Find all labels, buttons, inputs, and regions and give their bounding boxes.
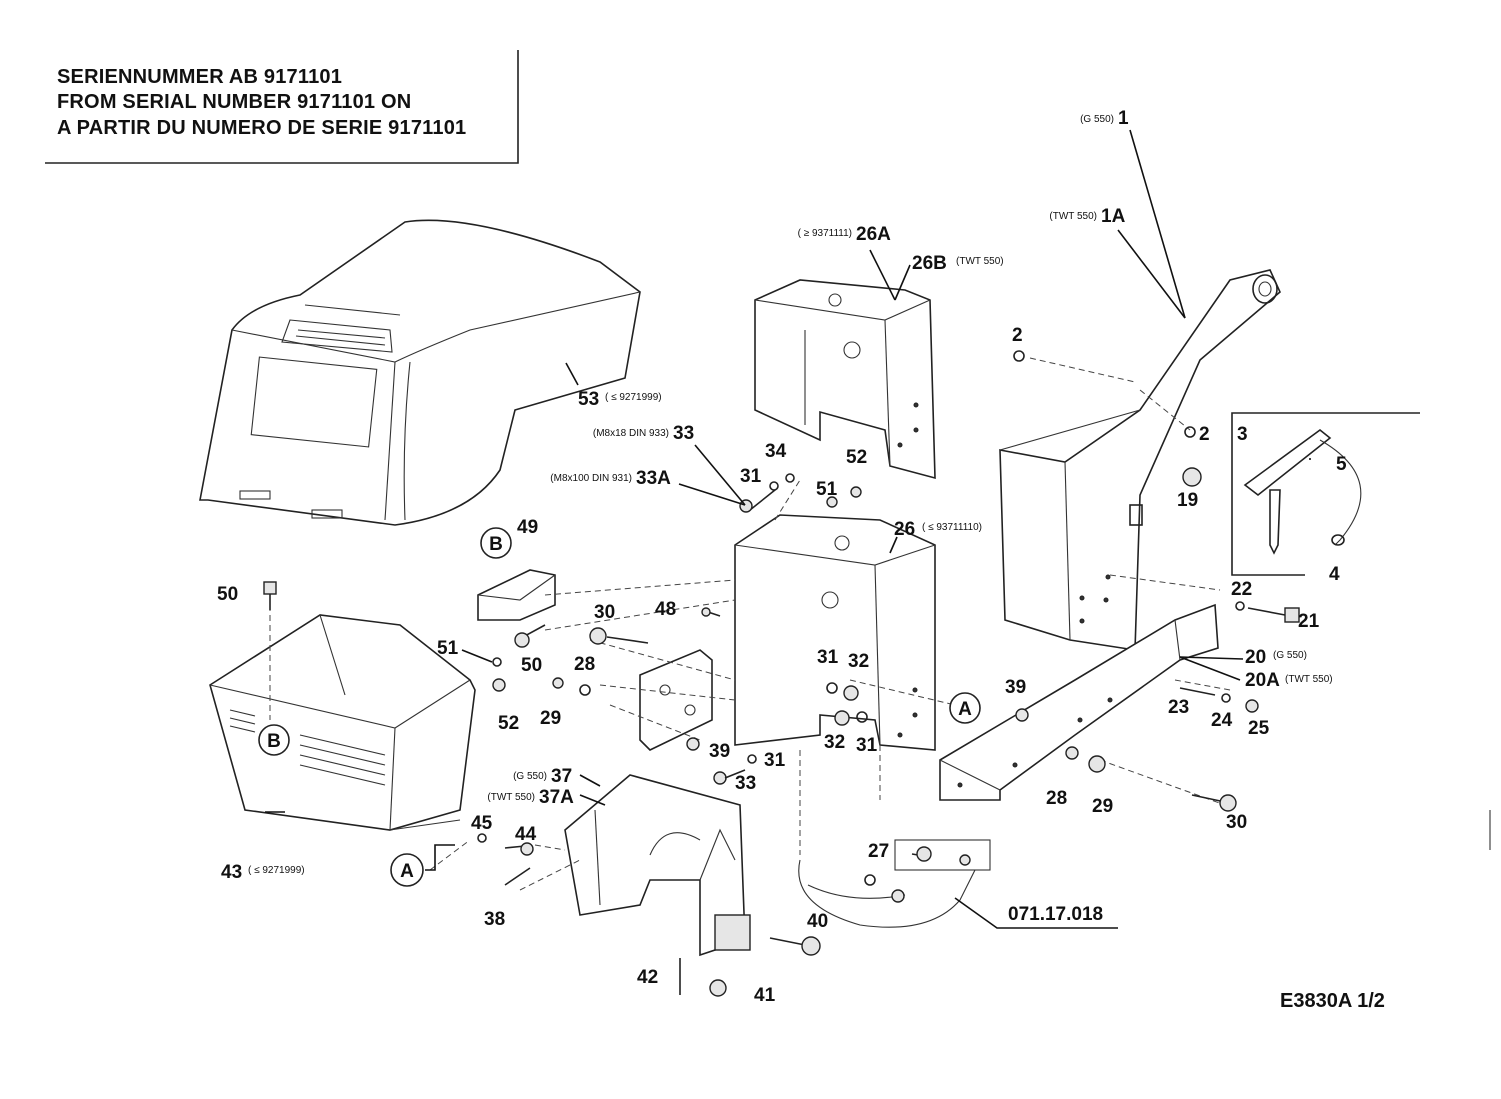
callout-labels: (G 550) 1 (TWT 550) 1A 2 2 3 5 4 19 22 2… [217,108,1347,1006]
callout-37a-note: (TWT 550) [487,792,535,803]
lower-frame-37 [564,774,751,957]
bracket-49 [477,569,556,621]
marker-b-label-grille: B [267,731,281,752]
upper-bracket-26a [754,279,936,480]
callout-49: 49 [517,517,538,538]
callout-31-lower: 31 [764,750,786,771]
detail-inset-box [1231,412,1420,576]
handlebar-arm [999,269,1281,651]
marker-a-circle-right [949,692,981,724]
callout-52-top: 52 [846,447,867,468]
marker-a-circle-left [390,853,424,887]
callout-31-bottom: 31 [856,735,878,756]
callout-31-top: 31 [740,466,762,487]
callout-43: 43 [221,862,242,883]
mounting-plate [639,649,713,751]
callout-1a-note: (TWT 550) [1049,211,1097,222]
marker-b-label-top: B [489,534,503,555]
marker-b-circle-top [480,527,512,559]
callout-53: 53 [578,389,599,410]
callout-23: 23 [1168,697,1189,718]
callout-33a-note: (M8x100 DIN 931) [550,473,632,484]
callout-33a: 33A [636,468,671,489]
callout-44: 44 [515,824,537,845]
callout-30-right: 30 [1226,812,1247,833]
callout-53-note: ( ≤ 9271999) [605,392,662,403]
callout-28-right: 28 [1046,788,1067,809]
callout-19: 19 [1177,490,1198,511]
header-frame [45,50,519,164]
callout-20a-note: (TWT 550) [1285,674,1333,685]
callout-28-left: 28 [574,654,595,675]
callout-51-top: 51 [816,479,838,500]
callout-2-right: 2 [1199,424,1210,445]
callout-37-note: (G 550) [513,771,547,782]
callout-48: 48 [655,599,676,620]
callout-32-top: 32 [848,651,869,672]
callout-50-left: 50 [217,584,238,605]
callout-1-note: (G 550) [1080,114,1114,125]
callout-1a: 1A [1101,206,1126,227]
callout-33-lower: 33 [735,773,756,794]
callout-21: 21 [1298,611,1320,632]
callout-22: 22 [1231,579,1252,600]
callout-30-left: 30 [594,602,615,623]
callout-41: 41 [754,985,776,1006]
callout-29-left: 29 [540,708,561,729]
callout-52-left: 52 [498,713,519,734]
callout-1: 1 [1118,108,1129,129]
callout-26a-note: ( ≥ 9371111) [798,228,852,239]
callout-39-right: 39 [1005,677,1026,698]
callout-51-left: 51 [437,638,459,659]
callout-37: 37 [551,766,572,787]
reference-markers: B B A A [258,527,981,887]
alignment-lines [269,357,1231,891]
serial-header-german: SERIENNUMMER AB 9171101 [57,66,343,88]
assembly-reference: 071.17.018 [1008,904,1103,925]
callout-20a: 20A [1245,670,1280,691]
marker-a-label-left: A [400,861,414,882]
callout-5: 5 [1336,454,1347,475]
callout-26b: 26B [912,253,947,274]
callout-37a: 37A [539,787,574,808]
callout-42: 42 [637,967,658,988]
callout-26: 26 [894,519,915,540]
callout-34: 34 [765,441,787,462]
callout-25: 25 [1248,718,1270,739]
callout-33-note: (M8x18 DIN 933) [593,428,669,439]
marker-a-label-right: A [958,699,972,720]
serial-header-english: FROM SERIAL NUMBER 9171101 ON [57,91,412,113]
drawing-code: E3830A 1/2 [1280,990,1385,1012]
front-grille-cover [209,614,476,831]
callout-3: 3 [1237,424,1248,445]
callout-27: 27 [868,841,889,862]
lower-rail-20 [939,603,1219,801]
callout-24: 24 [1211,710,1233,731]
callout-40: 40 [807,911,828,932]
callout-50-center: 50 [521,655,542,676]
callout-2-top: 2 [1012,325,1023,346]
callout-29-right: 29 [1092,796,1113,817]
callout-31-mid: 31 [817,647,839,668]
hardware-items [263,350,1300,997]
callout-26b-note: (TWT 550) [956,256,1004,267]
callout-33-top: 33 [673,423,694,444]
serial-header-french: A PARTIR DU NUMERO DE SERIE 9171101 [57,117,467,139]
main-bracket-26 [734,514,936,751]
callout-38: 38 [484,909,505,930]
marker-b-circle-grille [258,724,290,756]
callout-26a: 26A [856,224,891,245]
callout-20: 20 [1245,647,1266,668]
callout-43-note: ( ≤ 9271999) [248,865,305,876]
callout-32-bottom: 32 [824,732,845,753]
callout-45: 45 [471,813,493,834]
callout-26-note: ( ≤ 93711110) [922,522,982,533]
engine-cover-hood [199,219,641,526]
callout-leaders [265,129,1311,929]
callout-20-note: (G 550) [1273,650,1307,661]
callout-39-left: 39 [709,741,730,762]
callout-4: 4 [1329,564,1340,585]
